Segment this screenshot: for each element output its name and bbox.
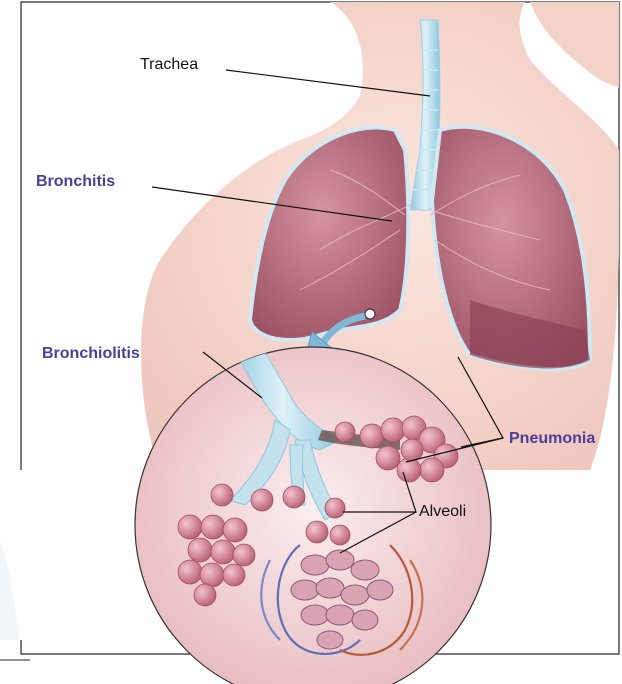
bronchiolitis-label: Bronchiolitis — [42, 345, 140, 363]
bronchitis-label: Bronchitis — [36, 173, 115, 191]
alveoli-label: Alveoli — [419, 503, 466, 521]
trachea-label: Trachea — [140, 56, 198, 74]
pneumonia-label: Pneumonia — [509, 430, 595, 448]
